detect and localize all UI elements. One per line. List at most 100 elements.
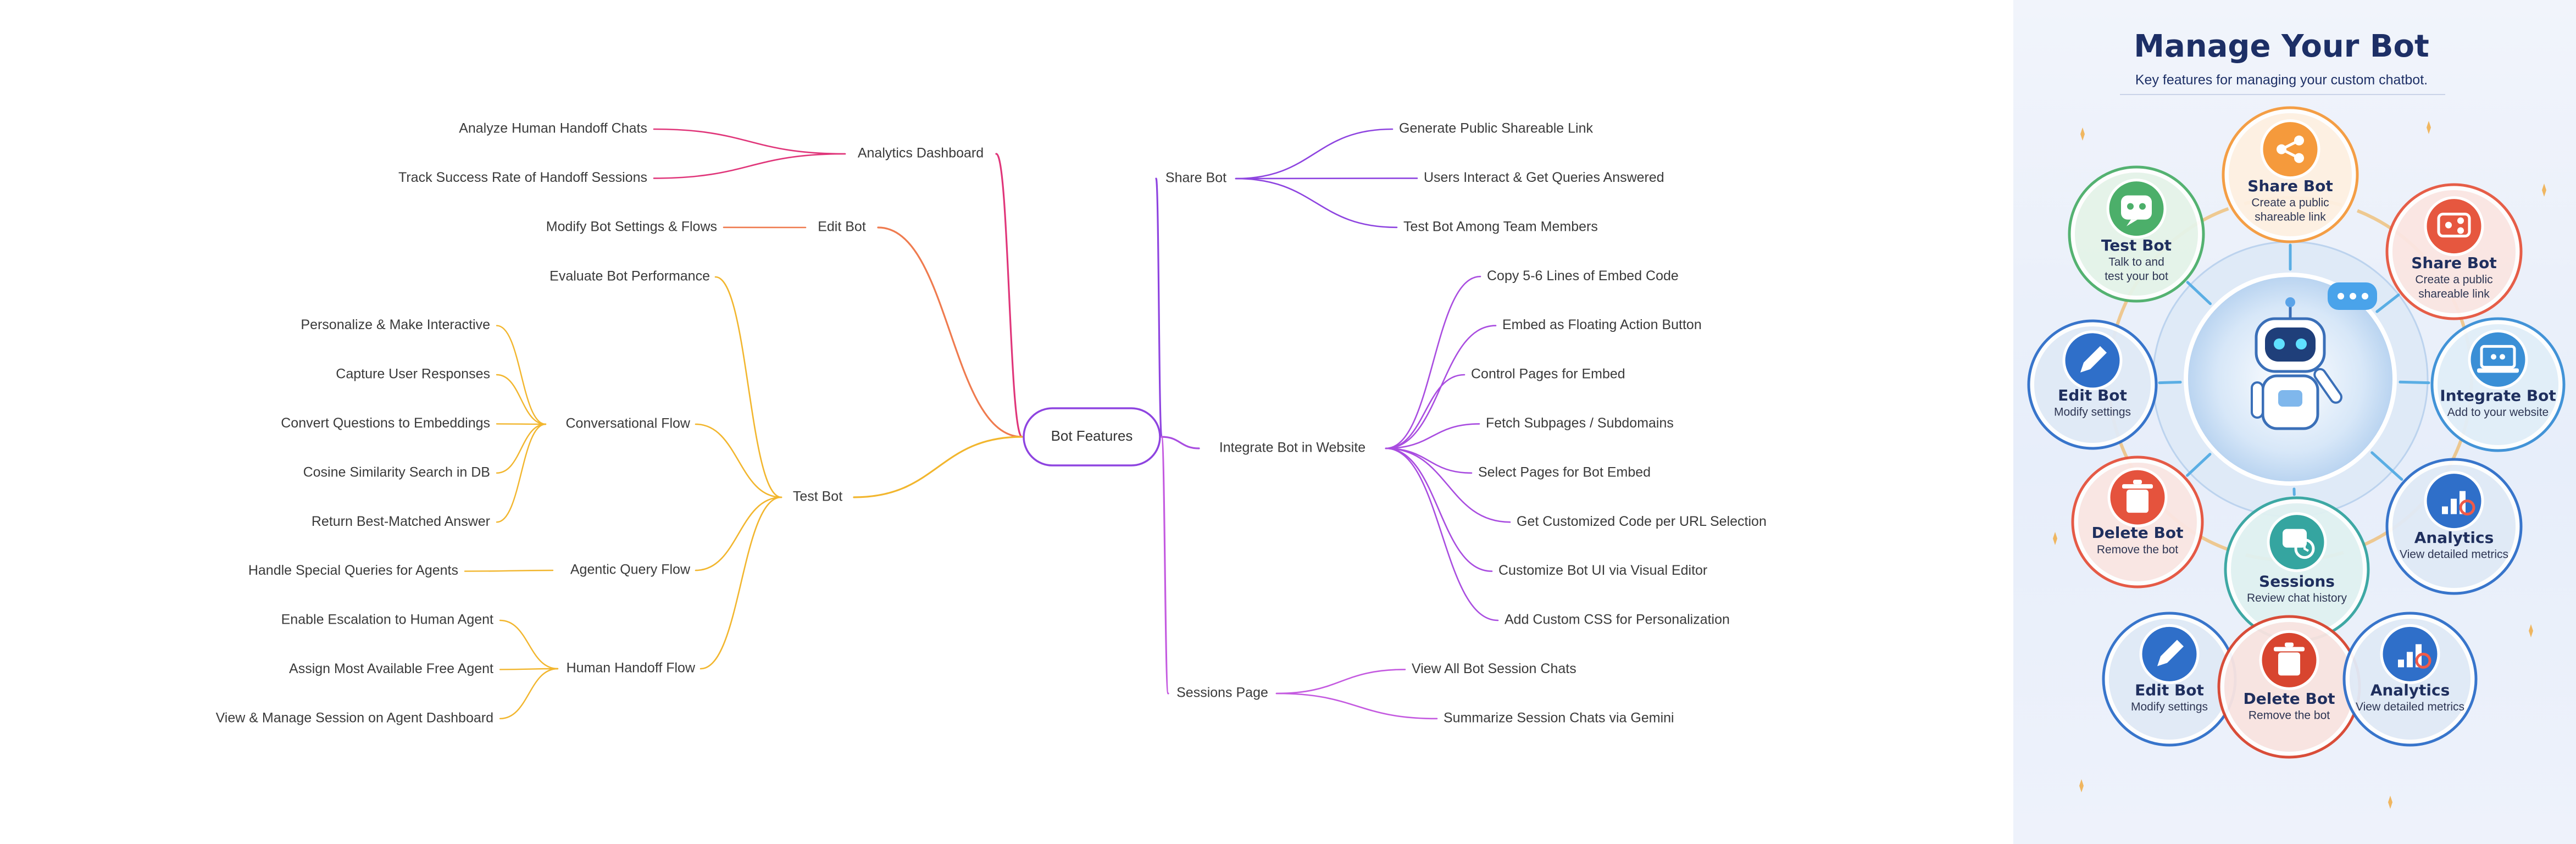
feature-card-description: shareable link <box>2418 288 2490 301</box>
feature-card-title: Delete Bot <box>2092 524 2184 542</box>
laptop-bot-icon <box>2469 331 2527 388</box>
feature-card-title: Delete Bot <box>2244 690 2335 708</box>
leaf-customize-bot-ui-via-visual-editor: Customize Bot UI via Visual Editor <box>1498 563 1707 578</box>
connector-test-bot-among-team-members <box>1236 179 1397 227</box>
leaf-copy-5-6-lines-of-embed-code: Copy 5-6 Lines of Embed Code <box>1487 268 1679 284</box>
connector-personalize-make-interactive <box>497 326 546 424</box>
feature-card-description: test your bot <box>2105 270 2168 283</box>
connector-handle-special-queries-for-agents <box>465 570 553 571</box>
leaf-add-custom-css-for-personalization: Add Custom CSS for Personalization <box>1504 612 1730 628</box>
feature-card-title: Edit Bot <box>2135 681 2204 699</box>
leaf-get-customized-code-per-url-selection: Get Customized Code per URL Selection <box>1517 514 1767 529</box>
leaf-view-all-bot-session-chats: View All Bot Session Chats <box>1412 661 1576 676</box>
leaf-select-pages-for-bot-embed: Select Pages for Bot Embed <box>1478 464 1651 480</box>
feature-card-description: Remove the bot <box>2249 709 2330 722</box>
root-node-label: Bot Features <box>1051 427 1133 444</box>
connector-copy-5-6-lines-of-embed-code <box>1386 276 1480 448</box>
analytics-icon <box>2381 625 2439 682</box>
root-node: Bot Features <box>1024 408 1160 465</box>
subbranch-evaluate-bot-performance: Evaluate Bot Performance <box>549 269 710 284</box>
connector-human-handoff-flow <box>701 497 781 669</box>
manage-bot-panel: Manage Your BotKey features for managing… <box>2013 0 2576 844</box>
connector-conversational-flow <box>696 424 781 497</box>
leaf-fetch-subpages-subdomains: Fetch Subpages / Subdomains <box>1486 415 1674 431</box>
leaf-embed-as-floating-action-button: Embed as Floating Action Button <box>1502 317 1702 332</box>
chat-bot-icon <box>2108 180 2165 237</box>
leaf-users-interact-get-queries-answered: Users Interact & Get Queries Answered <box>1424 170 1664 185</box>
leaf-summarize-session-chats-via-gemini: Summarize Session Chats via Gemini <box>1444 710 1674 725</box>
connector-track-success-rate-of-handoff-sessions <box>654 154 845 178</box>
connector-test-bot <box>854 437 1022 497</box>
feature-card-description: shareable link <box>2255 211 2326 224</box>
leaf-assign-most-available-free-agent: Assign Most Available Free Agent <box>289 661 493 676</box>
connector-evaluate-bot-performance <box>715 277 781 497</box>
feature-card-title: Edit Bot <box>2058 386 2127 404</box>
feature-card-title: Share Bot <box>2411 254 2497 272</box>
subbranch-conversational-flow: Conversational Flow <box>566 416 691 431</box>
connector-view-manage-session-on-agent-dashboard <box>500 669 558 719</box>
feature-card-description: Add to your website <box>2447 406 2549 419</box>
feature-card-description: View detailed metrics <box>2356 701 2464 713</box>
connector-summarize-session-chats-via-gemini <box>1276 693 1437 719</box>
trash-icon <box>2109 469 2166 526</box>
connector-agentic-query-flow <box>696 497 781 570</box>
share-message-icon <box>2425 198 2483 255</box>
feature-card-title: Integrate Bot <box>2440 387 2556 405</box>
connector-users-interact-get-queries-answered <box>1236 178 1417 179</box>
pencil-icon <box>2064 332 2121 389</box>
spoke-arrow <box>2159 382 2180 383</box>
leaf-analyze-human-handoff-chats: Analyze Human Handoff Chats <box>459 121 647 136</box>
leaf-track-success-rate-of-handoff-sessions: Track Success Rate of Handoff Sessions <box>398 170 647 185</box>
connector-control-pages-for-embed <box>1386 375 1464 448</box>
sessions-icon <box>2268 514 2325 571</box>
connector-get-customized-code-per-url-selection <box>1386 448 1510 522</box>
feature-card-title: Analytics <box>2370 681 2450 699</box>
branch-sessions-page: Sessions Page <box>1176 685 1268 701</box>
leaf-personalize-make-interactive: Personalize & Make Interactive <box>301 317 490 332</box>
leaf-control-pages-for-embed: Control Pages for Embed <box>1471 367 1625 382</box>
panel-title: Manage Your Bot <box>2134 29 2429 64</box>
connector-integrate-bot-in-website <box>1162 437 1199 448</box>
branch-analytics-dashboard: Analytics Dashboard <box>858 146 984 161</box>
leaf-convert-questions-to-embeddings: Convert Questions to Embeddings <box>281 415 490 431</box>
connector-cosine-similarity-search-in-db <box>497 424 546 473</box>
feature-card-description: Create a public <box>2251 197 2329 209</box>
leaf-return-best-matched-answer: Return Best-Matched Answer <box>312 514 490 529</box>
subbranch-agentic-query-flow: Agentic Query Flow <box>570 562 691 578</box>
analytics-icon <box>2425 473 2483 530</box>
connector-return-best-matched-answer <box>497 424 546 522</box>
pencil-icon <box>2141 625 2198 682</box>
panel-subtitle: Key features for managing your custom ch… <box>2135 73 2428 88</box>
leaf-generate-public-shareable-link: Generate Public Shareable Link <box>1399 121 1594 136</box>
feature-card-title: Test Bot <box>2101 236 2172 254</box>
connector-sessions-page <box>1162 437 1168 693</box>
branch-edit-bot: Edit Bot <box>818 219 866 235</box>
subbranch-human-handoff-flow: Human Handoff Flow <box>567 660 696 676</box>
trash-icon <box>2261 631 2318 688</box>
leaf-cosine-similarity-search-in-db: Cosine Similarity Search in DB <box>303 464 490 480</box>
leaf-view-manage-session-on-agent-dashboard: View & Manage Session on Agent Dashboard <box>216 710 493 725</box>
feature-card-title: Sessions <box>2259 572 2335 590</box>
feature-card-description: Talk to and <box>2108 256 2164 269</box>
connector-generate-public-shareable-link <box>1236 129 1392 179</box>
connector-analytics-dashboard <box>996 154 1022 437</box>
feature-card-title: Analytics <box>2414 529 2494 547</box>
leaf-handle-special-queries-for-agents: Handle Special Queries for Agents <box>248 563 458 578</box>
branch-test-bot: Test Bot <box>793 489 842 504</box>
feature-card-description: Modify settings <box>2054 406 2131 418</box>
leaf-test-bot-among-team-members: Test Bot Among Team Members <box>1403 219 1598 234</box>
connector-edit-bot <box>878 227 1022 437</box>
feature-card-description: Review chat history <box>2247 592 2347 604</box>
